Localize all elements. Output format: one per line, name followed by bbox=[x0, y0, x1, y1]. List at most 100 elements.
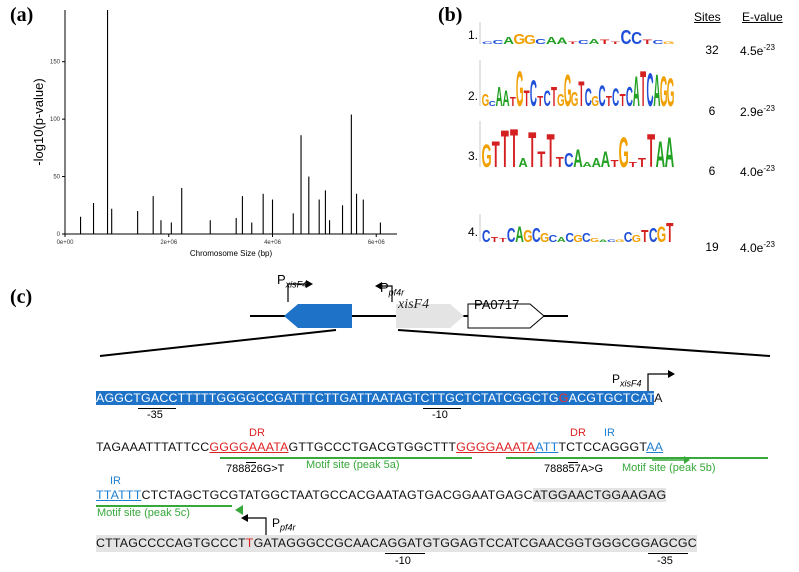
logo-4-letter-5: G bbox=[523, 227, 532, 247]
promoter-xisf4-label: PxisF4 bbox=[277, 272, 308, 290]
logo-2-letter-24: C bbox=[646, 64, 653, 117]
logo-2-letter-9: C bbox=[544, 85, 551, 111]
logo-2-letter-0: G bbox=[482, 91, 490, 111]
logo-3-letter-20: A bbox=[665, 129, 674, 176]
y-tick-label-2: 100 bbox=[50, 117, 61, 123]
logo-1-letter-12: T bbox=[611, 41, 621, 45]
x-axis-label: Chromosome Size (bp) bbox=[190, 249, 273, 258]
seq-line-1: AGGCTGACCTTTTTGGGGCCGATTTCTTGATTAATAGTCT… bbox=[96, 391, 663, 405]
logo-3-letter-11: A bbox=[582, 161, 592, 169]
minus10-label-b: -10 bbox=[395, 555, 411, 567]
logo-1-letter-8: T bbox=[568, 41, 578, 45]
evalue-header: E-value bbox=[742, 10, 783, 24]
seq-promoter-pf4r-label: Ppf4r bbox=[272, 516, 296, 533]
logo-4-letter-7: G bbox=[540, 231, 549, 245]
pf4r-gene-arrow bbox=[284, 304, 352, 328]
logo-4-letter-8: C bbox=[549, 234, 558, 245]
logo-1-letter-13: C bbox=[620, 26, 631, 48]
logo-4-letter-2: T bbox=[499, 238, 507, 243]
ir-site-1: ATT bbox=[535, 440, 559, 454]
sites-header: Sites bbox=[694, 10, 721, 24]
dr-site-1: GGGGAAATA bbox=[209, 440, 289, 454]
logo-3-letter-10: A bbox=[573, 146, 582, 174]
logo-1-letter-14: C bbox=[631, 29, 642, 48]
logo-3-letter-9: C bbox=[564, 149, 573, 171]
motif-number-2: 2. bbox=[468, 89, 479, 103]
logo-3-letter-18: T bbox=[647, 125, 655, 178]
logo-2-letter-8: T bbox=[537, 93, 543, 110]
panel-label-a: (a) bbox=[10, 4, 34, 26]
pa0717-gene-arrow bbox=[467, 303, 545, 329]
mutation1-mark bbox=[246, 462, 256, 463]
dr-label-1: DR bbox=[249, 427, 265, 439]
seq-line4-tss: T bbox=[245, 536, 254, 550]
promoter-xisf4-arrow bbox=[287, 283, 306, 302]
xisf4-gene-label: xisF4 bbox=[398, 297, 430, 312]
motif-sites-1: 32 bbox=[705, 43, 719, 57]
minus35-label-a: -35 bbox=[147, 409, 163, 421]
y-tick-label-3: 150 bbox=[50, 60, 61, 66]
logo-1-letter-16: C bbox=[652, 40, 663, 45]
logo-2-letter-4: T bbox=[510, 96, 516, 109]
logo-2-letter-10: T bbox=[551, 82, 557, 113]
panel-label-b: (b) bbox=[438, 4, 463, 26]
logo-4-letter-12: C bbox=[582, 231, 591, 245]
motif-sites-3: 6 bbox=[708, 164, 716, 178]
gene-map bbox=[99, 280, 771, 357]
motif-sites-2: 6 bbox=[708, 104, 716, 118]
logo-1-letter-6: A bbox=[546, 35, 557, 47]
logo-4-letter-15: C bbox=[607, 239, 616, 243]
zoom-line-left bbox=[99, 329, 337, 357]
motif-evalue-4: 4.0e-23 bbox=[740, 240, 775, 255]
motif-evalue-1: 4.5e-23 bbox=[740, 43, 775, 58]
pf4r-gene-label: pf4r bbox=[212, 297, 237, 312]
minus10-label-a: -10 bbox=[432, 409, 448, 421]
logo-4-letter-10: C bbox=[565, 231, 574, 245]
logo-2-letter-20: T bbox=[620, 91, 626, 111]
y-tick-label-1: 50 bbox=[53, 175, 60, 181]
logo-3-letter-12: A bbox=[592, 155, 601, 170]
logo-1-letter-4: G bbox=[524, 32, 536, 46]
logo-4-letter-4: A bbox=[515, 222, 524, 247]
seq-line1-highlight: AGGCTGACCTTTTTGGGGCCGATTTCTTGATTAATAGTCT… bbox=[96, 391, 559, 405]
logo-2-letter-15: C bbox=[585, 85, 592, 113]
logo-3-letter-8: T bbox=[556, 153, 564, 170]
logo-2-letter-21: C bbox=[626, 82, 633, 113]
logo-4-letter-6: C bbox=[532, 225, 541, 247]
minus35-underline-a bbox=[138, 408, 176, 409]
motif-sites-4: 19 bbox=[705, 240, 719, 254]
logo-3-letter-19: A bbox=[656, 134, 665, 175]
motif-evalue-3: 4.0e-23 bbox=[740, 164, 775, 179]
x-tick-label-0: 0e+00 bbox=[57, 240, 75, 246]
logo-2-letter-3: A bbox=[502, 85, 509, 111]
panel-label-c: (c) bbox=[10, 286, 33, 308]
seq-line3-highlight: ATGGAACTGGAAGAG bbox=[532, 488, 667, 502]
motif-5b-line bbox=[506, 457, 768, 459]
logo-4-letter-1: T bbox=[491, 236, 498, 244]
logo-4-letter-17: C bbox=[624, 229, 633, 246]
logo-2-letter-16: G bbox=[591, 93, 599, 110]
logo-4-letter-11: G bbox=[573, 234, 582, 245]
x-tick-label-1: 2e+06 bbox=[160, 240, 178, 246]
seq-promoter-pf4r-arrow bbox=[241, 514, 267, 536]
seq-line-3: TTATTTCTCTAGCTGCGTATGGCTAATGCCACGAATAGTG… bbox=[96, 488, 667, 502]
logo-1-letter-15: T bbox=[643, 39, 652, 46]
motif-5a-line bbox=[220, 457, 472, 459]
dr-label-2: DR bbox=[570, 427, 586, 439]
logo-2-letter-7: C bbox=[530, 72, 537, 114]
logo-3-letter-7: T bbox=[547, 125, 555, 178]
x-tick-label-2: 4e+06 bbox=[264, 240, 282, 246]
logo-2-letter-26: G bbox=[660, 67, 668, 115]
logo-2-letter-12: G bbox=[564, 66, 572, 116]
motif-5c-arrow bbox=[235, 505, 243, 515]
logo-2-letter-18: T bbox=[606, 93, 612, 110]
logo-3-letter-4: A bbox=[518, 155, 527, 170]
motif-5b-arrow bbox=[652, 456, 690, 464]
logo-3-letter-6: T bbox=[537, 146, 546, 172]
motif-5a-label: Motif site (peak 5a) bbox=[306, 459, 400, 471]
ir-label-1: IR bbox=[604, 427, 615, 439]
logo-2-letter-19: C bbox=[612, 85, 619, 113]
motif-number-4: 4. bbox=[468, 225, 479, 239]
logo-1-letter-0: C bbox=[482, 41, 493, 45]
